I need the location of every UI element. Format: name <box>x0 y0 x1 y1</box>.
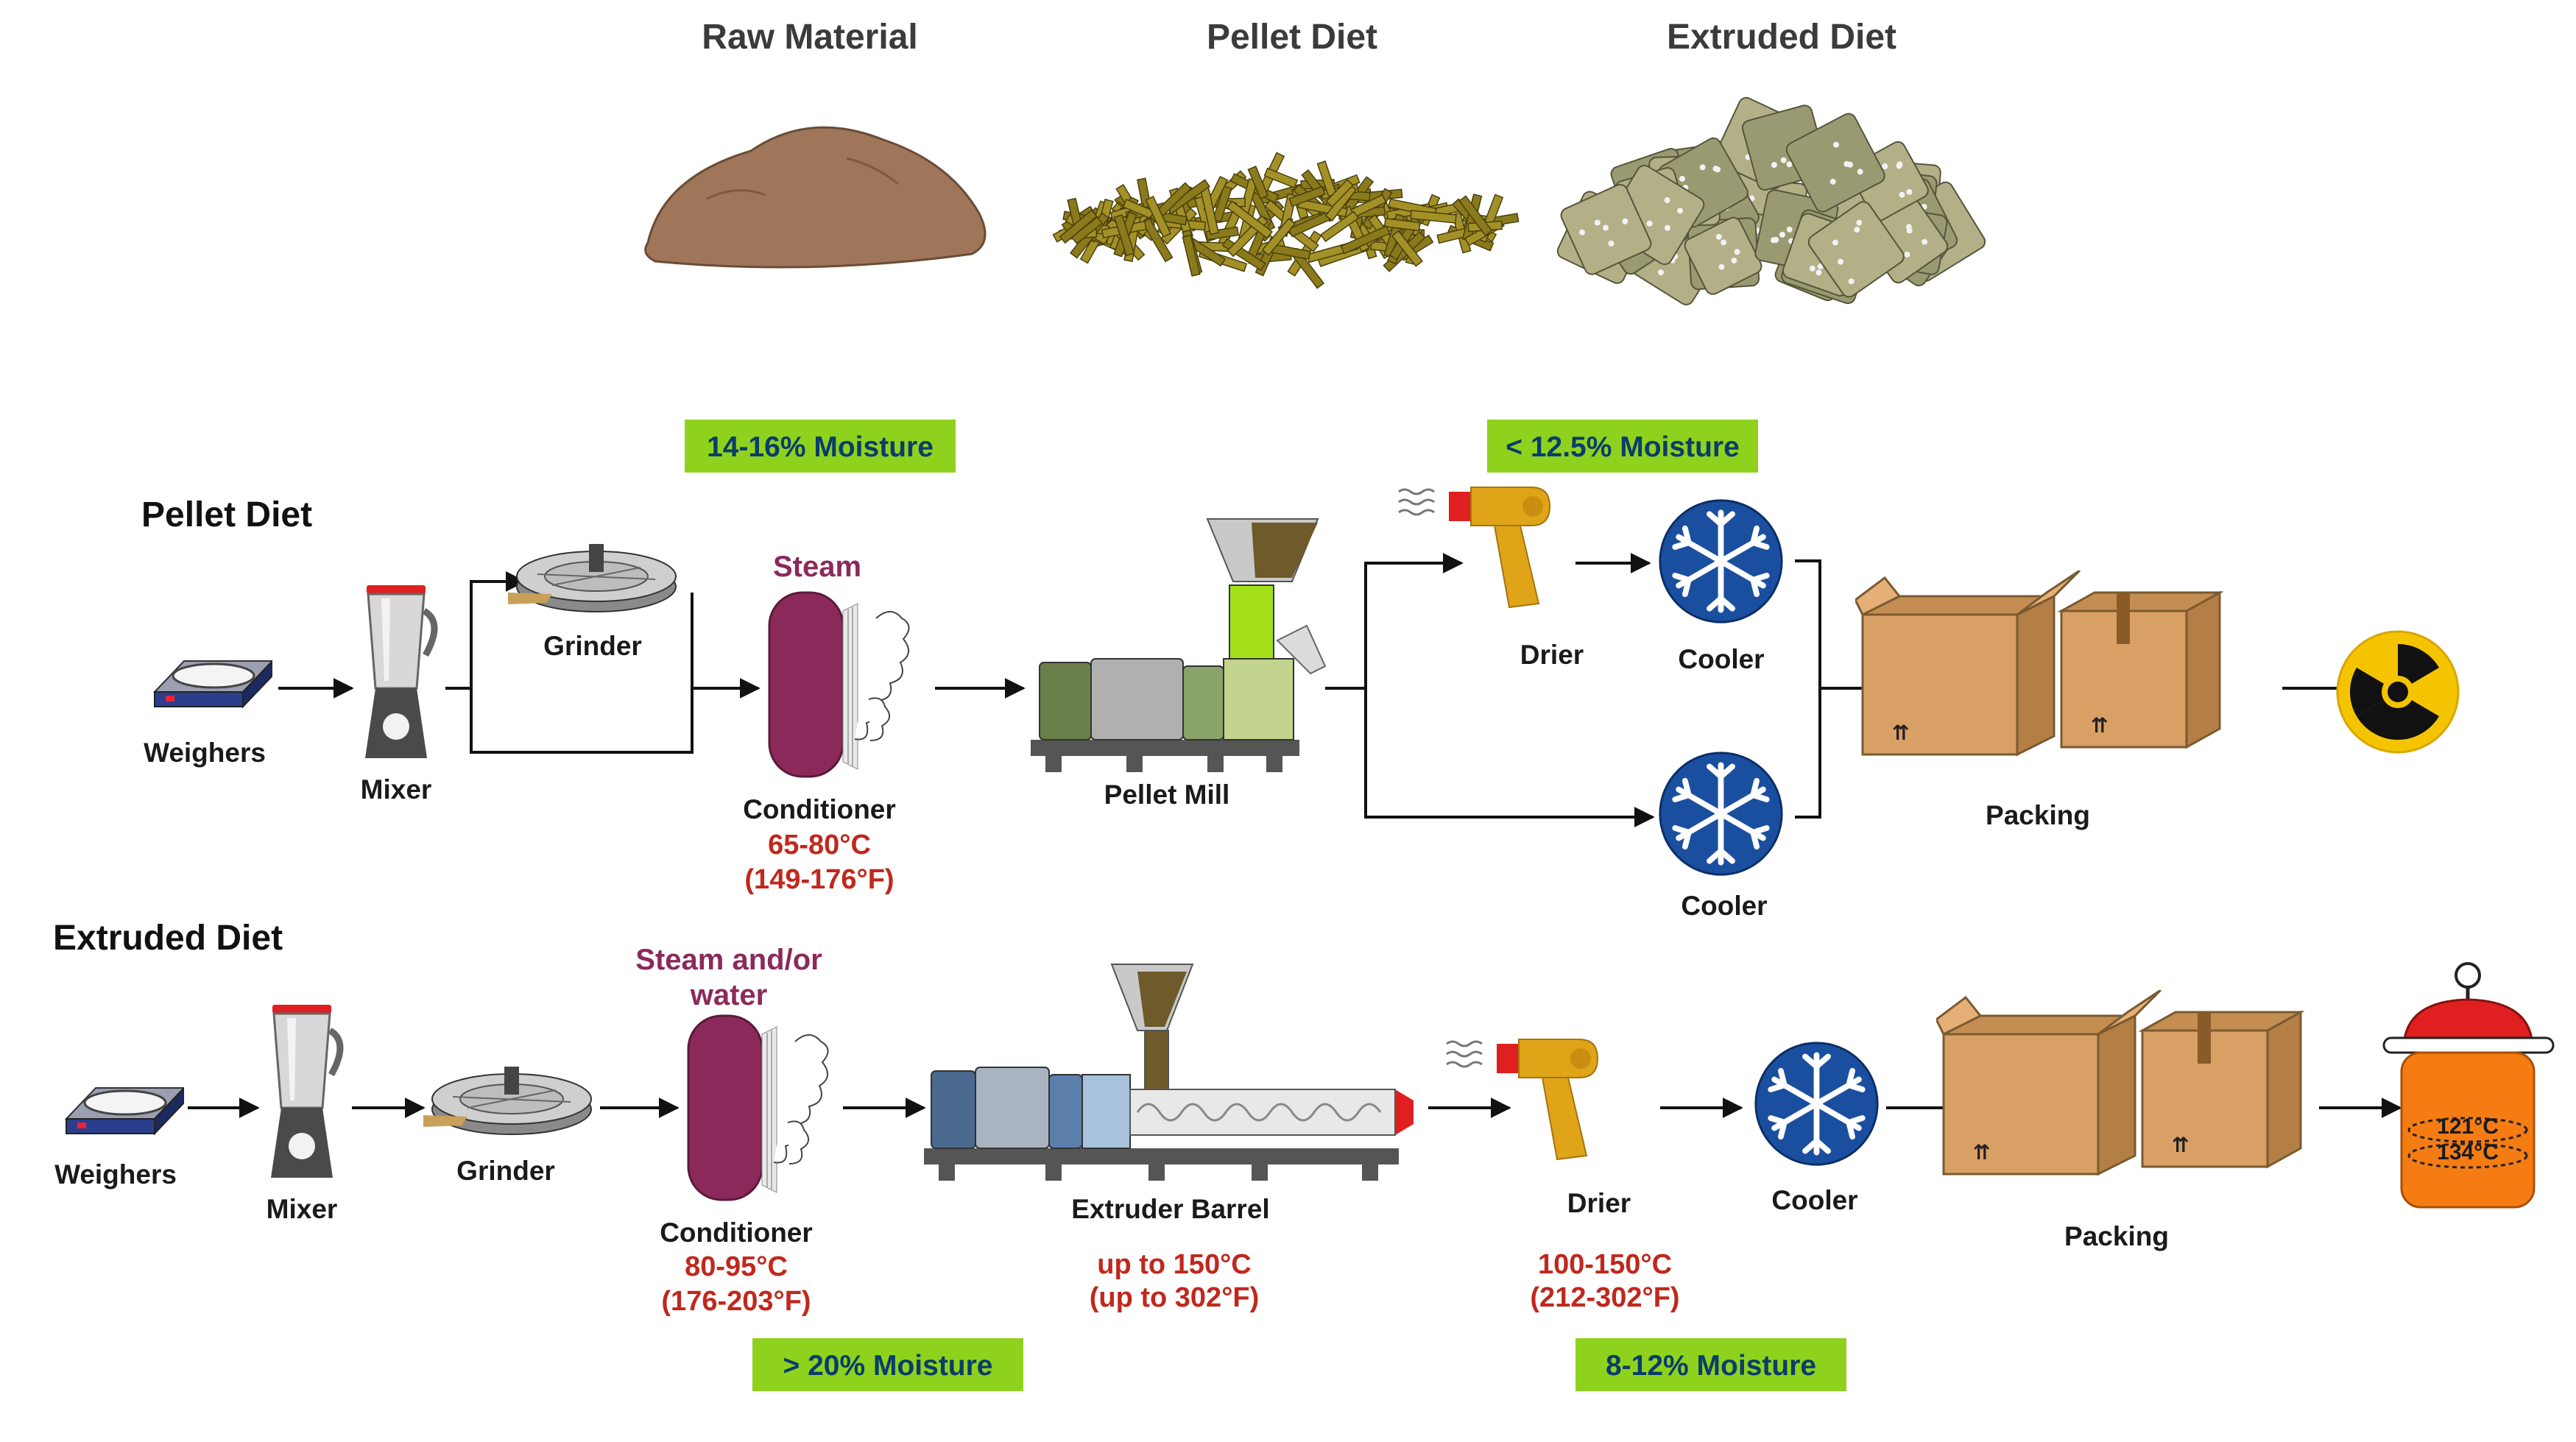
scale-icon <box>153 660 272 708</box>
header-pellet-diet: Pellet Diet <box>1207 18 1377 57</box>
moisture-box-top-right: < 12.5% Moisture <box>1487 420 1758 473</box>
svg-text:8-12% Moisture: 8-12% Moisture <box>1606 1350 1816 1382</box>
pellet-mill-label: Pellet Mill <box>1104 780 1230 810</box>
raw-material-pile-icon <box>644 126 987 269</box>
extruder-barrel-label: Extruder Barrel <box>1071 1194 1269 1224</box>
autoclave-temp-2: 134°C <box>2437 1140 2499 1164</box>
grinder-icon <box>508 543 677 612</box>
extruded-drier-temp-f: (212-302°F) <box>1530 1282 1679 1313</box>
extruded-packing-label: Packing <box>2064 1221 2169 1251</box>
blender-icon-extruded <box>271 1005 340 1178</box>
moisture-box-bottom-right: 8-12% Moisture <box>1575 1338 1846 1391</box>
pellet-cooler-bottom-label: Cooler <box>1681 891 1767 921</box>
extruder-barrel-temp-c: up to 150°C <box>1097 1249 1251 1280</box>
extruded-conditioner-label: Conditioner <box>660 1217 813 1248</box>
pellet-drier-label: Drier <box>1520 640 1584 670</box>
extruded-conditioner-temp-f: (176-203°F) <box>661 1286 811 1317</box>
section-title-pellet: Pellet Diet <box>141 495 312 534</box>
cardboard-box-icon-extruded <box>1936 990 2302 1176</box>
pellet-conditioner-temp-c: 65-80°C <box>768 830 871 860</box>
extruded-drier-label: Drier <box>1567 1188 1631 1218</box>
moisture-box-bottom-left: > 20% Moisture <box>752 1338 1023 1391</box>
moisture-box-top-left: 14-16% Moisture <box>685 420 956 473</box>
pellet-diet-pile-icon <box>1052 152 1520 289</box>
header-extruded-diet: Extruded Diet <box>1667 18 1896 57</box>
scale-icon-extruded <box>65 1086 184 1135</box>
extruded-weighers-label: Weighers <box>54 1159 177 1190</box>
hair-dryer-icon-extruded <box>1445 1038 1599 1161</box>
snowflake-icon-bottom <box>1660 753 1782 874</box>
steam-conditioner-icon <box>768 591 911 778</box>
pellet-cooler-top-label: Cooler <box>1678 644 1764 674</box>
snowflake-icon-extruded <box>1756 1043 1877 1164</box>
pellet-packing-label: Packing <box>1986 800 2090 830</box>
radiation-icon <box>2336 630 2460 754</box>
pellet-grinder-label: Grinder <box>543 631 642 661</box>
extruded-diet-pile-icon <box>1556 96 1986 305</box>
blender-icon <box>365 585 434 758</box>
hair-dryer-icon <box>1397 486 1551 609</box>
steam-conditioner-icon-extruded <box>687 1014 830 1201</box>
autoclave-temp-1: 121°C <box>2437 1114 2499 1139</box>
extruded-grinder-label: Grinder <box>456 1156 555 1186</box>
pellet-mill-icon <box>1031 518 1327 772</box>
pellet-steam-label: Steam <box>773 551 861 583</box>
pellet-conditioner-temp-f: (149-176°F) <box>744 864 894 895</box>
pellet-mixer-label: Mixer <box>361 774 432 805</box>
svg-text:14-16% Moisture: 14-16% Moisture <box>707 431 934 463</box>
extruded-mixer-label: Mixer <box>267 1194 338 1224</box>
section-title-extruded: Extruded Diet <box>53 919 283 958</box>
svg-text:> 20% Moisture: > 20% Moisture <box>783 1350 992 1382</box>
cardboard-box-icon <box>1855 570 2221 756</box>
header-raw-material: Raw Material <box>702 18 917 57</box>
extruded-steam-label-line2: water <box>690 979 768 1011</box>
extruded-conditioner-temp-c: 80-95°C <box>685 1251 788 1282</box>
extruded-cooler-label: Cooler <box>1771 1185 1857 1215</box>
autoclave-icon <box>2382 962 2555 1209</box>
pellet-weighers-label: Weighers <box>144 738 266 768</box>
snowflake-icon <box>1660 501 1782 622</box>
extruded-steam-label-line1: Steam and/or <box>635 944 822 976</box>
svg-text:< 12.5% Moisture: < 12.5% Moisture <box>1506 431 1740 463</box>
extruder-icon <box>924 964 1414 1181</box>
extruder-barrel-temp-f: (up to 302°F) <box>1090 1282 1260 1313</box>
extruded-drier-temp-c: 100-150°C <box>1538 1249 1672 1280</box>
pellet-conditioner-label: Conditioner <box>743 794 896 824</box>
grinder-icon-extruded <box>423 1066 592 1135</box>
